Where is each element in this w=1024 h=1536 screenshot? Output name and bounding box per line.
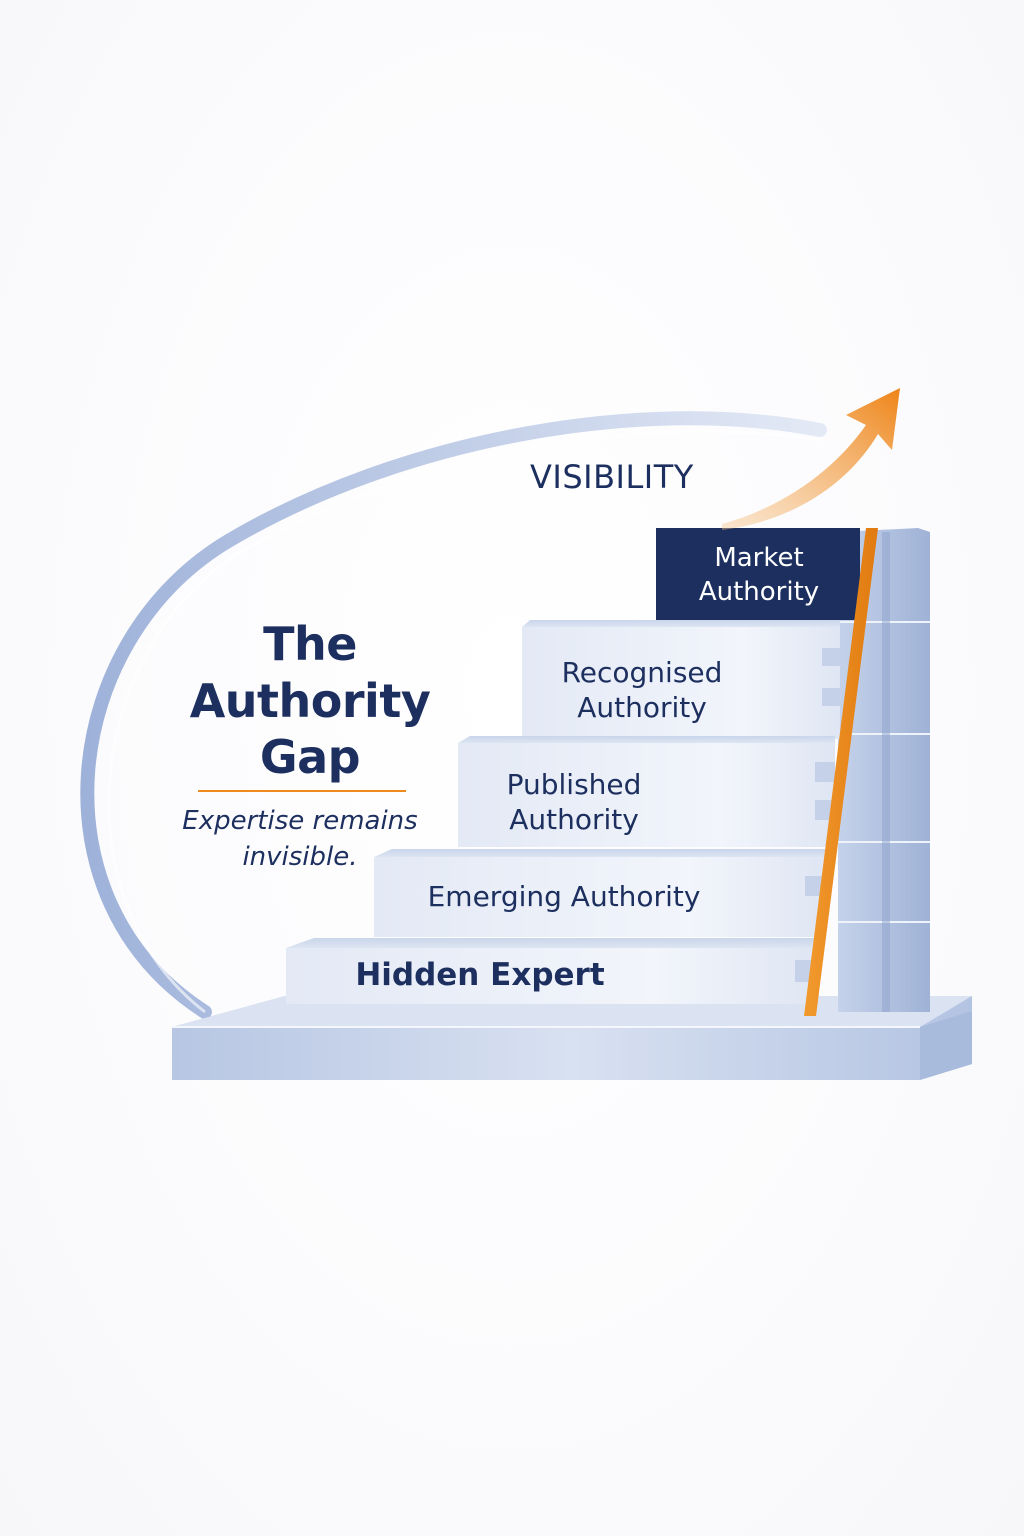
step-label-market-authority-2: Authority xyxy=(698,577,820,607)
title-line-3: Gap xyxy=(259,730,361,784)
step-published-authority-block xyxy=(458,743,835,847)
step-emerging-authority-block xyxy=(374,857,825,937)
growth-arrow xyxy=(722,388,900,530)
step-label-hidden-expert: Hidden Expert xyxy=(355,957,605,993)
step-label-recognised-authority-2: Authority xyxy=(577,691,707,724)
subtitle-line-1: Expertise remains xyxy=(182,806,418,836)
title-line-2: Authority xyxy=(189,674,431,728)
subtitle-line-2: invisible. xyxy=(242,842,358,872)
progress-bar xyxy=(804,528,878,1016)
title-line-1: The xyxy=(263,617,357,671)
step-label-emerging-authority: Emerging Authority xyxy=(427,880,701,913)
step-hidden-expert-block xyxy=(286,948,815,1004)
step-label-published-authority-2: Authority xyxy=(509,803,639,836)
step-label-recognised-authority-1: Recognised xyxy=(561,656,723,689)
step-market-authority-block xyxy=(656,528,860,620)
visibility-label: VISIBILITY xyxy=(530,458,694,496)
step-label-market-authority-1: Market xyxy=(714,543,804,573)
step-label-published-authority-1: Published xyxy=(506,768,642,801)
step-recognised-authority-block xyxy=(522,627,840,739)
visibility-arc xyxy=(80,411,827,1019)
